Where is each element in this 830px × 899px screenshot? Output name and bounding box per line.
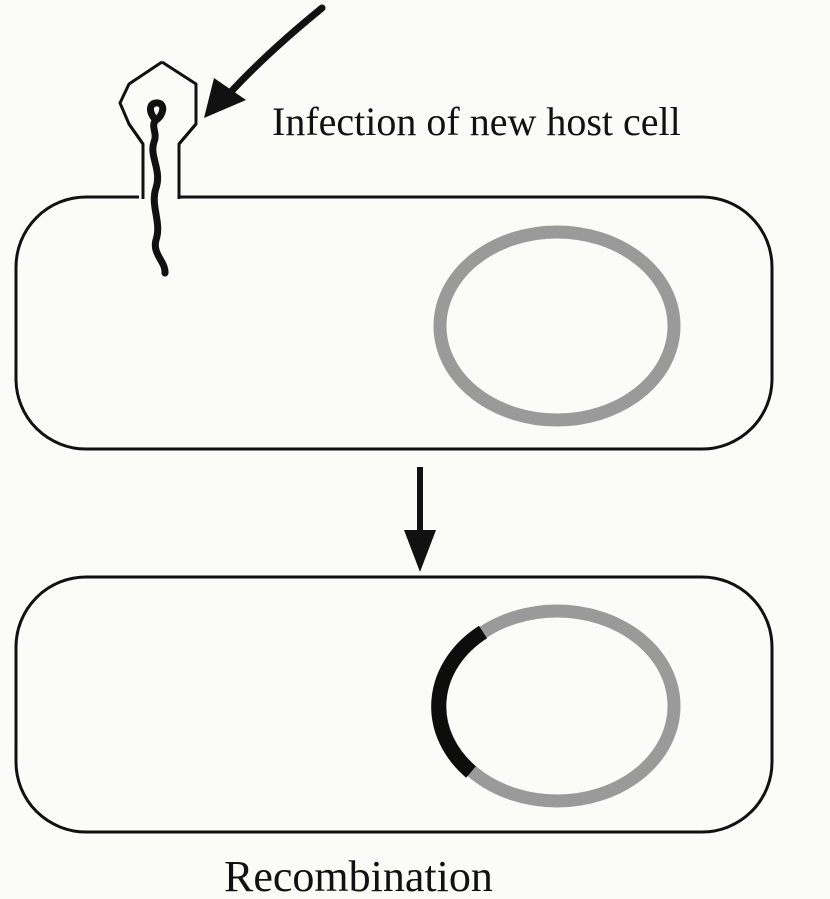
cell-membrane-bottom: [16, 577, 772, 832]
host-chromosome-top: [440, 232, 674, 420]
recombined-phage-dna-segment: [439, 632, 483, 772]
infection-label: Infection of new host cell: [272, 99, 681, 144]
cell-membrane-top: [16, 197, 772, 449]
down-arrow: [404, 467, 436, 572]
recombination-label: Recombination: [224, 852, 493, 899]
phage: [120, 62, 196, 273]
host-cell-after: [16, 577, 772, 832]
host-cell-before: [16, 197, 772, 449]
phage-dna: [151, 103, 166, 273]
